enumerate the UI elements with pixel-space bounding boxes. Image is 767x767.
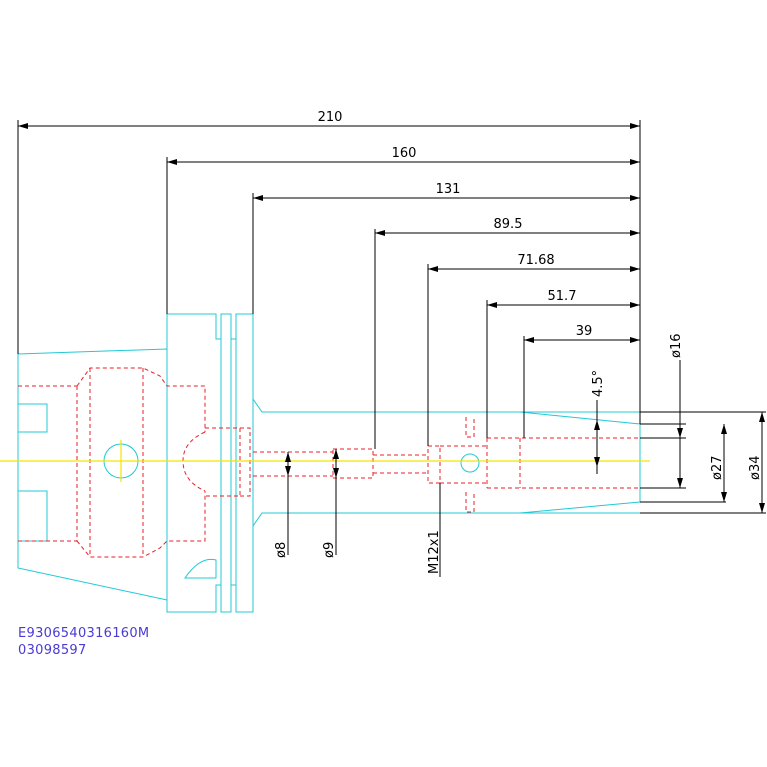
dim-overall-length: 210 [318,110,343,125]
shaft-bottom-outline [252,512,640,527]
dim-bore-depth: 89.5 [494,217,523,232]
dim-body-length: 131 [436,182,461,197]
dim-dia-8: ø8 [274,542,289,558]
part-outline [17,313,641,613]
dim-taper-length: 39 [576,324,593,339]
dim-dia-34: ø34 [748,456,763,481]
shank-taper-outline [17,348,168,601]
flange-outline [166,313,254,613]
nose-taper-top [519,411,641,425]
part-number: 03098597 [18,643,87,658]
shaft-top-outline [252,398,640,413]
dim-thread-depth: 71.68 [517,253,554,268]
dim-taper-angle: 4.5° [591,370,606,397]
hidden-lines [18,367,640,558]
dim-dia-27: ø27 [710,456,725,481]
dimension-lines [17,120,766,577]
nose-taper-bottom [519,501,641,514]
dim-dia-16: ø16 [669,334,684,359]
dim-cross-hole-depth: 51.7 [548,289,577,304]
cross-hole-small [460,453,480,473]
dim-flange-length: 160 [392,146,417,161]
part-code: E9306540316160M [18,626,149,641]
dim-dia-9: ø9 [322,542,337,558]
drive-key-notch [184,558,217,579]
dim-thread: M12x1 [427,530,442,574]
